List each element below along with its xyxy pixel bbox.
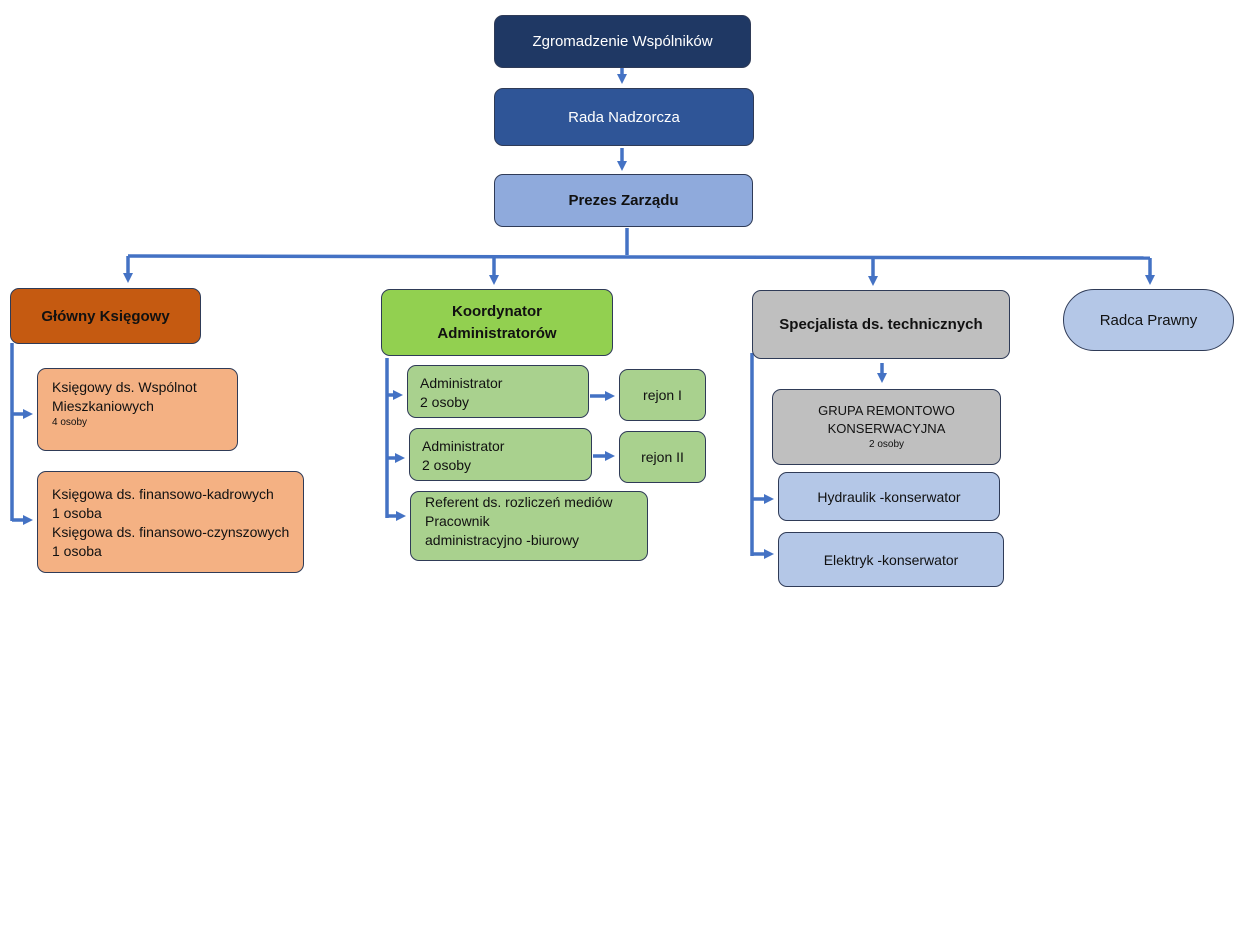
node-ksiegowy-label: Główny Księgowy — [41, 307, 170, 325]
node-elektryk: Elektryk -konserwator — [778, 532, 1004, 587]
node-koordynator: Koordynator Administratorów — [381, 289, 613, 356]
elektryk-label: Elektryk -konserwator — [823, 551, 959, 568]
grupa-line2: KONSERWACYJNA — [827, 421, 946, 436]
node-hydraulik: Hydraulik -konserwator — [778, 472, 1000, 521]
node-ksiegowa-finanse: Księgowa ds. finansowo-kadrowych 1 osoba… — [37, 471, 304, 573]
node-grupa-remontowa: GRUPA REMONTOWO KONSERWACYJNA 2 osoby — [772, 389, 1001, 465]
node-glowny-ksiegowy: Główny Księgowy — [10, 288, 201, 344]
node-prezes: Prezes Zarządu — [494, 174, 753, 227]
finanse-line1: Księgowa ds. finansowo-kadrowych — [52, 486, 274, 502]
grupa-count: 2 osoby — [868, 439, 905, 450]
node-radca-prawny: Radca Prawny — [1063, 289, 1234, 351]
finanse-line3: Księgowa ds. finansowo-czynszowych — [52, 524, 290, 540]
node-rejon-2: rejon II — [619, 431, 706, 483]
node-rada-label: Rada Nadzorcza — [568, 108, 680, 126]
hydraulik-label: Hydraulik -konserwator — [817, 488, 961, 505]
admin1-title: Administrator — [420, 375, 503, 391]
wspolnoty-count: 4 osoby — [52, 417, 88, 428]
rejon2-label: rejon II — [641, 449, 684, 465]
node-specjalista: Specjalista ds. technicznych — [752, 290, 1010, 359]
node-rejon-1: rejon I — [619, 369, 706, 421]
referent-line3: administracyjno -biurowy — [425, 532, 580, 548]
node-rada-nadzorcza: Rada Nadzorcza — [494, 88, 754, 146]
node-zgromadzenie-label: Zgromadzenie Wspólników — [532, 33, 713, 50]
node-specjalista-label: Specjalista ds. technicznych — [779, 316, 983, 333]
finanse-line2: 1 osoba — [52, 505, 102, 521]
node-koordynator-line2: Administratorów — [437, 324, 557, 342]
node-referent: Referent ds. rozliczeń mediów Pracownik … — [410, 491, 648, 561]
node-ksiegowy-wspolnoty: Księgowy ds. Wspólnot Mieszkaniowych 4 o… — [37, 368, 238, 451]
horizontal-bus — [127, 254, 1151, 260]
wspolnoty-line1: Księgowy ds. Wspólnot — [52, 379, 197, 395]
finanse-line4: 1 osoba — [52, 543, 102, 559]
referent-line2: Pracownik — [425, 513, 490, 529]
node-administrator-2: Administrator 2 osoby — [409, 428, 592, 481]
node-radca-label: Radca Prawny — [1099, 311, 1198, 329]
node-prezes-label: Prezes Zarządu — [568, 192, 679, 209]
node-zgromadzenie: Zgromadzenie Wspólników — [494, 15, 751, 68]
rejon1-label: rejon I — [643, 387, 682, 403]
wspolnoty-line2: Mieszkaniowych — [52, 398, 154, 414]
admin1-count: 2 osoby — [420, 394, 470, 410]
admin2-title: Administrator — [422, 438, 505, 454]
referent-line1: Referent ds. rozliczeń mediów — [425, 494, 613, 510]
admin2-count: 2 osoby — [422, 457, 472, 473]
node-koordynator-line1: Koordynator — [452, 302, 542, 320]
node-administrator-1: Administrator 2 osoby — [407, 365, 589, 418]
grupa-line1: GRUPA REMONTOWO — [818, 403, 955, 418]
